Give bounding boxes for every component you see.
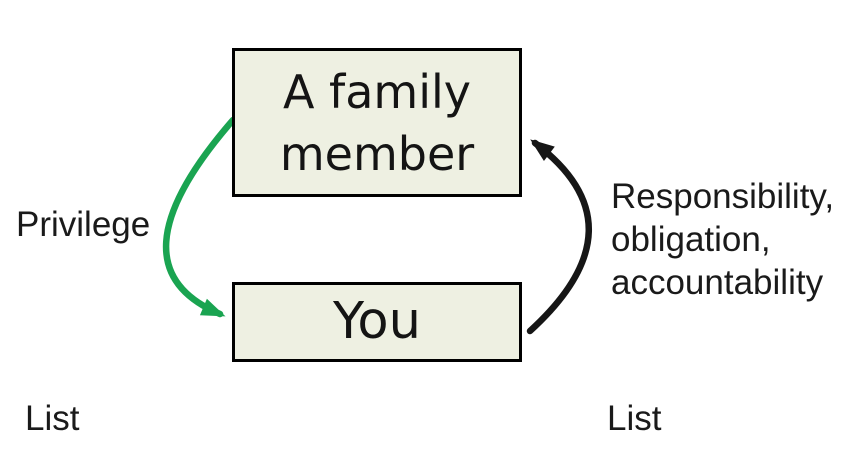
node-family-member: A family member [232,48,522,197]
responsibility-arrow [526,139,592,335]
privilege-label: Privilege [16,205,151,244]
list-label-left: List [25,399,80,438]
responsibility-label: Responsibility, obligation, accountabili… [611,177,835,302]
privilege-arrow [162,116,237,318]
list-label-right: List [607,399,662,438]
node-you: You [232,282,522,362]
